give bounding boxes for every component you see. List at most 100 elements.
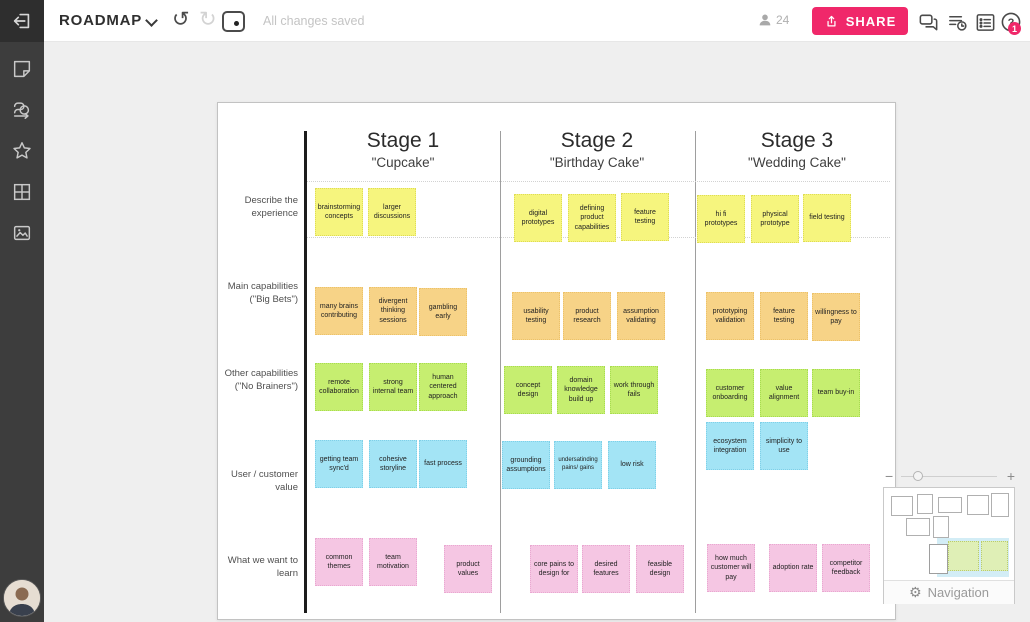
save-status: All changes saved <box>263 14 365 28</box>
sticky-note[interactable]: many brains contributing <box>315 287 363 335</box>
sticky-note[interactable]: work through fails <box>610 366 658 414</box>
sticky-note[interactable]: human centered approach <box>419 363 467 411</box>
activity-button[interactable] <box>944 9 970 35</box>
sticky-note[interactable]: product values <box>444 545 492 593</box>
sticky-note[interactable]: brainstorming concepts <box>315 188 363 236</box>
topbar: ROADMAP ↺ ↻ All changes saved 24 SHARE <box>0 0 1030 42</box>
minimap-frame <box>906 518 930 536</box>
star-tool-icon[interactable] <box>11 140 33 162</box>
sticky-note[interactable]: willingness to pay <box>812 293 860 341</box>
sticky-note[interactable]: usability testing <box>512 292 560 340</box>
zoom-in-button[interactable]: + <box>1006 468 1015 484</box>
minimap-panel[interactable]: ⚙ Navigation <box>883 487 1015 604</box>
collaborators-count: 24 <box>776 13 790 27</box>
sticky-note[interactable]: customer onboarding <box>706 369 754 417</box>
shapes-connector-tool-icon[interactable] <box>11 99 33 121</box>
outline-button[interactable] <box>972 9 998 35</box>
sticky-note[interactable]: simplicity to use <box>760 422 808 470</box>
sticky-note[interactable]: desired features <box>582 545 630 593</box>
sticky-note[interactable]: fast process <box>419 440 467 488</box>
sticky-note[interactable]: larger discussions <box>368 188 416 236</box>
focus-mode-button[interactable] <box>222 11 245 32</box>
minimap-frame <box>991 493 1009 517</box>
sticky-note[interactable]: feasible design <box>636 545 684 593</box>
sticky-note[interactable]: digital prototypes <box>514 194 562 242</box>
sticky-note[interactable]: assumption validating <box>617 292 665 340</box>
exit-button[interactable] <box>0 0 44 42</box>
zoom-slider[interactable] <box>901 476 997 477</box>
share-upload-icon <box>824 14 839 29</box>
sticky-note[interactable]: low risk <box>608 441 656 489</box>
row-axis-line <box>304 131 307 613</box>
sticky-note[interactable]: getting team sync'd <box>315 440 363 488</box>
outline-list-icon <box>976 13 994 31</box>
sticky-note[interactable]: adoption rate <box>769 544 817 592</box>
chevron-down-icon[interactable] <box>145 14 158 27</box>
sticky-note[interactable]: cohesive storyline <box>369 440 417 488</box>
minimap-frame <box>917 494 933 514</box>
sticky-note[interactable]: hi fi prototypes <box>697 195 745 243</box>
minimap-frame <box>891 496 913 516</box>
sticky-note[interactable]: physical prototype <box>751 195 799 243</box>
stage-divider-1 <box>500 131 501 613</box>
sticky-note[interactable]: domain knowledge build up <box>557 366 605 414</box>
sticky-note[interactable]: product research <box>563 292 611 340</box>
collaborators[interactable]: 24 <box>757 12 789 28</box>
sticky-note[interactable]: gambling early <box>419 288 467 336</box>
undo-button[interactable]: ↺ <box>172 7 190 31</box>
sticky-note[interactable]: core pains to design for <box>530 545 578 593</box>
sticky-note[interactable]: field testing <box>803 194 851 242</box>
sticky-note[interactable]: remote collaboration <box>315 363 363 411</box>
image-tool-icon[interactable] <box>11 222 33 244</box>
sticky-note-tool-icon[interactable] <box>11 58 33 80</box>
chat-bubbles-icon <box>919 14 937 30</box>
navigation-label: Navigation <box>927 585 989 600</box>
sticky-note[interactable]: undersatinding pains/ gains <box>554 441 602 489</box>
row-label-big-bets: Main capabilities ("Big Bets") <box>227 281 298 305</box>
sticky-note[interactable]: grounding assumptions <box>502 441 550 489</box>
gear-icon: ⚙ <box>909 584 922 601</box>
sticky-note[interactable]: competitor feedback <box>822 544 870 592</box>
mural-title[interactable]: ROADMAP <box>59 12 143 29</box>
row-label-experience: Describe the experience <box>244 195 298 219</box>
toolbar-sidebar <box>0 42 44 622</box>
stage-2-header: Stage 2 "Birthday Cake" <box>502 129 692 170</box>
row-label-learn: What we want to learn <box>227 555 298 579</box>
stage-1-header: Stage 1 "Cupcake" <box>308 129 498 170</box>
sticky-note[interactable]: feature testing <box>621 193 669 241</box>
sticky-note[interactable]: ecosystem integration <box>706 422 754 470</box>
minimap-frame <box>933 516 949 538</box>
sticky-note[interactable]: concept design <box>504 366 552 414</box>
sticky-note[interactable]: team buy-in <box>812 369 860 417</box>
minimap-frame <box>929 544 948 574</box>
minimap-frame <box>967 495 989 515</box>
roadmap-frame[interactable]: Stage 1 "Cupcake" Stage 2 "Birthday Cake… <box>217 102 896 620</box>
sticky-note[interactable]: feature testing <box>760 292 808 340</box>
activity-log-icon <box>948 15 967 31</box>
zoom-out-button[interactable]: − <box>885 468 894 484</box>
stage-title: Stage 2 <box>560 129 634 152</box>
minimap-highlight <box>981 541 1008 571</box>
grid-tool-icon[interactable] <box>11 181 33 203</box>
sticky-note[interactable]: defining product capabilities <box>568 194 616 242</box>
sticky-note[interactable]: prototyping validation <box>706 292 754 340</box>
sticky-note[interactable]: divergent thinking sessions <box>369 287 417 335</box>
minimap-highlight <box>948 541 979 571</box>
sticky-note[interactable]: common themes <box>315 538 363 586</box>
board-canvas[interactable]: Stage 1 "Cupcake" Stage 2 "Birthday Cake… <box>44 42 1030 622</box>
sticky-note[interactable]: team motivation <box>369 538 417 586</box>
zoom-bar: − + <box>883 468 1015 484</box>
sticky-note[interactable]: how much customer will pay <box>707 544 755 592</box>
stage-title: Stage 3 <box>760 129 834 152</box>
share-button[interactable]: SHARE <box>812 7 908 35</box>
sticky-note[interactable]: value alignment <box>760 369 808 417</box>
exit-icon <box>11 10 33 32</box>
comments-button[interactable] <box>915 9 941 35</box>
navigation-footer[interactable]: ⚙ Navigation <box>884 580 1014 604</box>
stage-subtitle: "Birthday Cake" <box>549 155 645 170</box>
share-label: SHARE <box>845 13 897 29</box>
zoom-slider-handle[interactable] <box>913 471 923 481</box>
user-avatar[interactable] <box>3 579 41 617</box>
stage-divider-2 <box>695 131 696 613</box>
sticky-note[interactable]: strong internal team <box>369 363 417 411</box>
